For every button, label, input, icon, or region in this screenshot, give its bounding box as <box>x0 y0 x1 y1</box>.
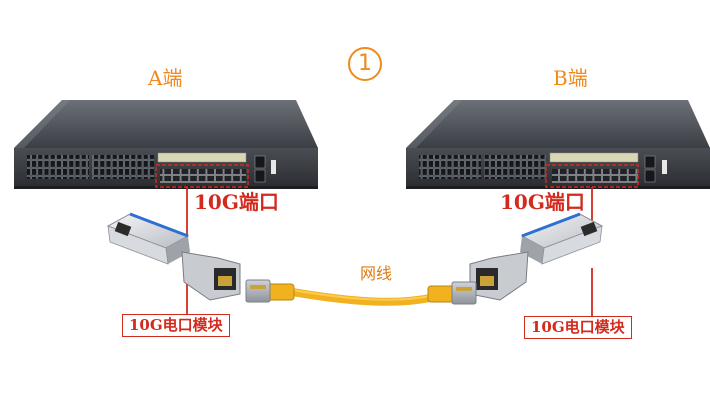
port-label-a: 10G端口 <box>194 190 279 214</box>
cable-label: 网线 <box>360 264 393 283</box>
port-highlight-a <box>155 164 249 188</box>
switch-b <box>406 100 710 189</box>
end-a-label: A端 <box>148 66 183 90</box>
sfp-module-a <box>106 212 241 301</box>
sfp-module-b <box>469 212 604 301</box>
step-marker: 1 <box>348 47 382 81</box>
ethernet-cable <box>245 279 477 306</box>
rj45-port-bank-b <box>419 155 546 179</box>
module-label-a: 10G电口模块 <box>122 314 230 337</box>
port-label-b: 10G端口 <box>500 190 585 214</box>
rj45-port-bank-a <box>27 155 154 179</box>
switch-a <box>14 100 318 189</box>
sfp-port-bank-b <box>552 169 638 183</box>
end-b-label: B端 <box>553 66 588 90</box>
sfp-port-bank-a <box>160 169 246 183</box>
module-label-b: 10G电口模块 <box>524 316 632 339</box>
